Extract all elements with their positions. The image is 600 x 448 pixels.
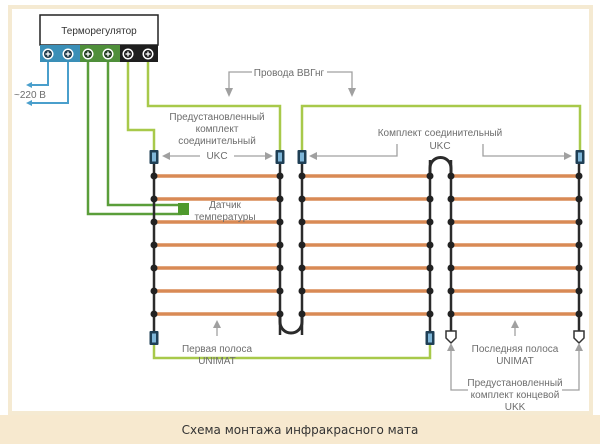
plus-terminal-icon: [62, 48, 74, 60]
thermostat: Терморегулятор: [39, 14, 159, 62]
svg-text:Первая полоса: Первая полоса: [182, 344, 253, 355]
ukc-connector-icon: [575, 150, 585, 164]
thermostat-label: Терморегулятор: [61, 26, 137, 37]
strip-node: [426, 195, 434, 203]
strip-node: [426, 310, 434, 318]
sensor-wires: [86, 62, 182, 216]
wires-label: Провода ВВГнг: [254, 68, 325, 79]
strip-node: [150, 264, 158, 272]
svg-text:UKC: UKC: [206, 151, 227, 162]
bottom-loop: [278, 314, 304, 335]
strip-node: [575, 218, 583, 226]
last-strip-label: Последняя полоса UNIMAT: [472, 320, 559, 367]
svg-text:Датчик: Датчик: [209, 200, 241, 211]
strip-node: [447, 264, 455, 272]
strip-node: [447, 241, 455, 249]
svg-text:температуры: температуры: [194, 212, 255, 223]
plus-terminal-icon: [82, 48, 94, 60]
strip-node: [298, 218, 306, 226]
svg-text:комплект: комплект: [196, 124, 239, 135]
svg-text:UKC: UKC: [429, 141, 450, 152]
strip-node: [447, 172, 455, 180]
strip-node: [150, 241, 158, 249]
plus-terminal-icon: [102, 48, 114, 60]
ukk-end-cap-icon: [445, 330, 457, 345]
strip-node: [276, 310, 284, 318]
strip-node: [298, 195, 306, 203]
strip-node: [298, 264, 306, 272]
strip-node: [575, 172, 583, 180]
svg-text:Предустановленный: Предустановленный: [467, 378, 562, 389]
ukc-connector-icon: [297, 150, 307, 164]
strip-node: [426, 241, 434, 249]
ukc-left-arrows: [162, 152, 273, 160]
strip-node: [276, 195, 284, 203]
strip-node: [426, 287, 434, 295]
ukc-connector-icon: [275, 150, 285, 164]
svg-text:UNIMAT: UNIMAT: [496, 356, 534, 367]
ukc-preinstalled-label: Предустановленный комплект соединительны…: [169, 112, 264, 162]
svg-text:Комплект соединительный: Комплект соединительный: [378, 128, 503, 139]
strip-node: [276, 218, 284, 226]
strip-node: [426, 264, 434, 272]
strip-node: [447, 310, 455, 318]
sensor-label: Датчик температуры: [194, 200, 255, 223]
ukc-right-arrows: [309, 144, 572, 160]
strip-node: [150, 218, 158, 226]
strip-node: [447, 218, 455, 226]
strip-node: [276, 241, 284, 249]
strip-node: [298, 241, 306, 249]
strip-node: [276, 287, 284, 295]
strip-node: [575, 195, 583, 203]
strip-node: [575, 287, 583, 295]
svg-text:соединительный: соединительный: [178, 136, 256, 147]
strip-node: [575, 241, 583, 249]
svg-text:UKK: UKK: [505, 402, 526, 413]
ukk-preinstalled-label: Предустановленный комплект концевой UKK: [447, 343, 583, 413]
strip-node: [426, 172, 434, 180]
diagram-caption: Схема монтажа инфракрасного мата: [0, 415, 600, 444]
ukc-connector-icon: [425, 331, 435, 345]
temperature-sensor: [178, 203, 189, 215]
strip-node: [298, 310, 306, 318]
strip-node: [447, 195, 455, 203]
ukc-connector-icon: [149, 150, 159, 164]
strip-node: [150, 172, 158, 180]
ukc-kit-label: Комплект соединительный UKC: [378, 128, 503, 152]
load-wires: [126, 62, 582, 360]
svg-text:UNIMAT: UNIMAT: [198, 356, 236, 367]
top-loop: [428, 156, 453, 176]
ukc-connector-icon: [149, 331, 159, 345]
strip-node: [276, 264, 284, 272]
first-strip-label: Первая полоса UNIMAT: [182, 320, 253, 367]
ukk-end-cap-icon: [573, 330, 585, 345]
svg-text:комплект концевой: комплект концевой: [471, 390, 560, 401]
strip-node: [575, 310, 583, 318]
power-wires: [26, 62, 69, 106]
strip-node: [150, 195, 158, 203]
wires-arrows: [225, 71, 356, 97]
strip-node: [575, 264, 583, 272]
strip-node: [150, 287, 158, 295]
svg-text:Предустановленный: Предустановленный: [169, 112, 264, 123]
strip-node: [276, 172, 284, 180]
strip-node: [426, 218, 434, 226]
strip-node: [150, 310, 158, 318]
voltage-label: ~220 В: [14, 90, 46, 101]
strip-node: [298, 172, 306, 180]
plus-terminal-icon: [42, 48, 54, 60]
infrared-mat: [149, 150, 585, 345]
strip-node: [298, 287, 306, 295]
plus-terminal-icon: [122, 48, 134, 60]
svg-text:Последняя полоса: Последняя полоса: [472, 344, 559, 355]
strip-node: [447, 287, 455, 295]
plus-terminal-icon: [142, 48, 154, 60]
